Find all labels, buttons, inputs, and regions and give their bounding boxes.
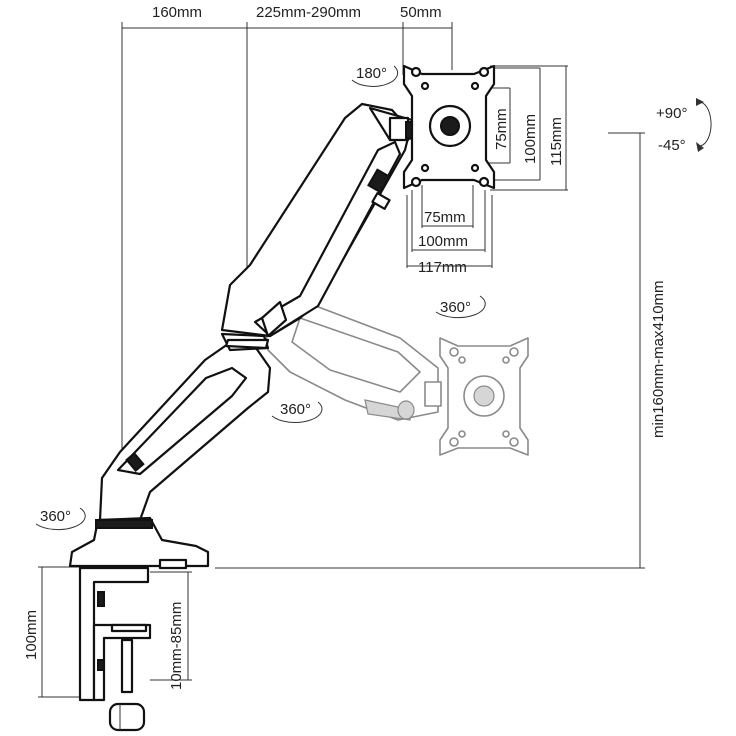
label-rotation-360-upper: 360° bbox=[440, 299, 471, 316]
label-rotation-360-elbow: 360° bbox=[280, 401, 311, 418]
label-vesa-v-75: 75mm bbox=[493, 108, 510, 150]
elbow-joint bbox=[220, 332, 270, 352]
ghost-vesa-plate bbox=[439, 337, 529, 456]
rotation-arrows bbox=[35, 65, 712, 531]
label-160mm: 160mm bbox=[152, 4, 202, 21]
lower-arm bbox=[98, 342, 272, 522]
desk-clamp bbox=[78, 566, 152, 732]
label-rotation-360-base: 360° bbox=[40, 508, 71, 525]
label-vesa-v-115: 115mm bbox=[548, 117, 565, 166]
label-tilt-up: +90° bbox=[656, 105, 687, 122]
label-tilt-down: -45° bbox=[658, 137, 686, 154]
label-rotation-180: 180° bbox=[356, 65, 387, 82]
label-clamp-range: 10mm-85mm bbox=[168, 602, 185, 690]
vesa-plate bbox=[402, 64, 496, 190]
label-225-290mm: 225mm-290mm bbox=[256, 4, 361, 21]
base bbox=[68, 516, 210, 570]
label-height-range: min160mm-max410mm bbox=[650, 280, 667, 438]
ghost-arm bbox=[261, 299, 442, 421]
label-vesa-h-100: 100mm bbox=[418, 233, 468, 250]
label-vesa-h-117: 117mm bbox=[418, 259, 467, 276]
label-50mm: 50mm bbox=[400, 4, 442, 21]
label-vesa-h-75: 75mm bbox=[424, 209, 466, 226]
upper-arm bbox=[220, 102, 412, 338]
label-vesa-v-100: 100mm bbox=[522, 114, 539, 164]
label-clamp-depth: 100mm bbox=[23, 610, 40, 660]
